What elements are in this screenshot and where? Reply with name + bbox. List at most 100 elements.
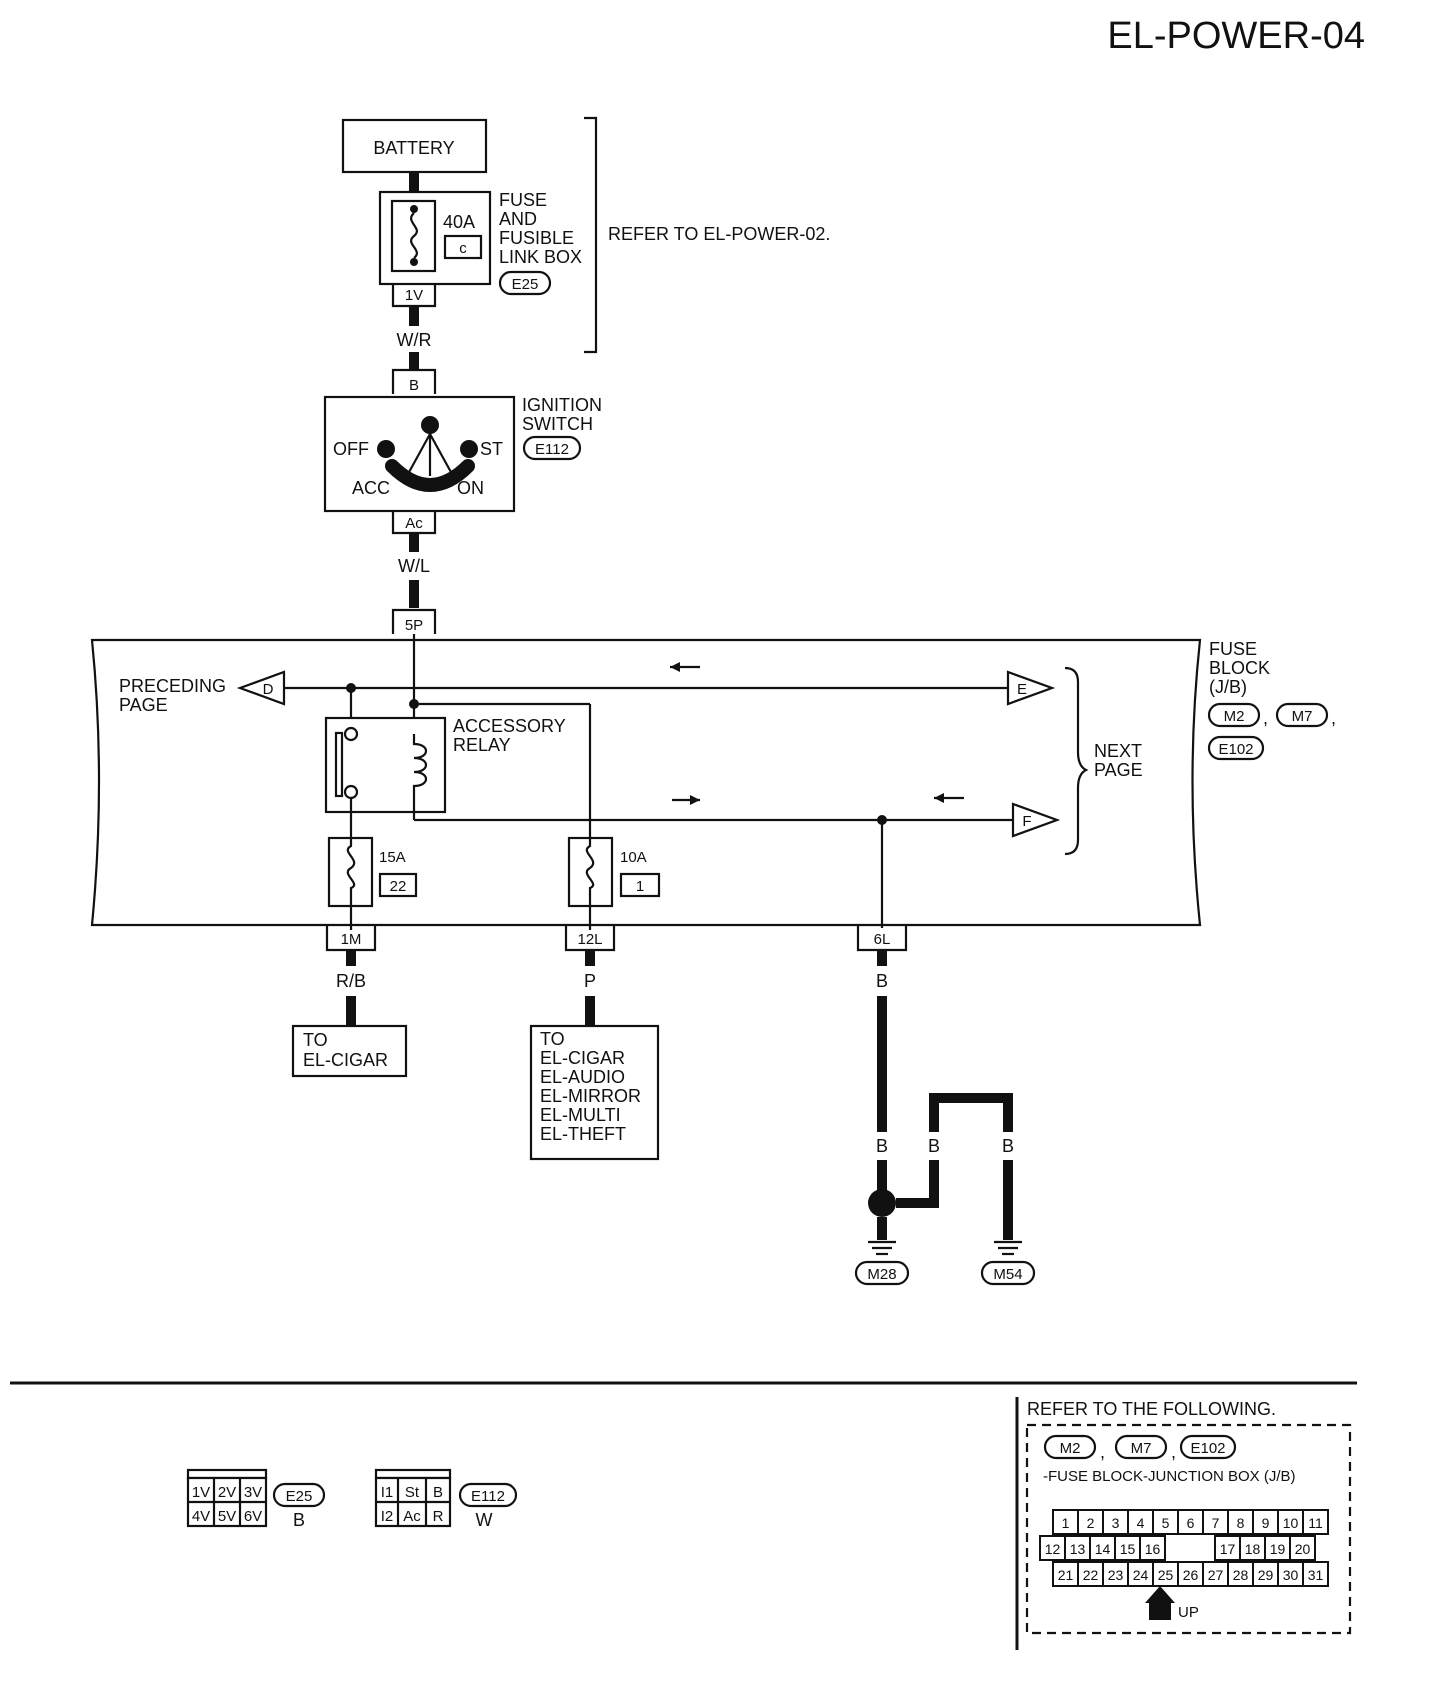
jb-terminal-23: 23 xyxy=(1102,1561,1129,1587)
terminal-1v-label: 1V xyxy=(405,287,423,304)
jb-terminal-label: 1 xyxy=(1062,1515,1070,1531)
jb-terminal-11: 11 xyxy=(1302,1509,1329,1535)
jb-terminal-18: 18 xyxy=(1239,1535,1266,1561)
jb-terminal-label: 2 xyxy=(1087,1515,1095,1531)
arrow-mid-right-head xyxy=(690,795,700,805)
jb-terminal-label: 13 xyxy=(1070,1541,1086,1557)
wire-b-jumper-low xyxy=(896,1160,939,1208)
jb-terminal-16: 16 xyxy=(1139,1535,1166,1561)
jb-terminal-label: 31 xyxy=(1308,1567,1324,1583)
switch-contact-st xyxy=(460,440,478,458)
connector-badge-e102 xyxy=(1207,735,1265,761)
refer-m7: M7 xyxy=(1131,1440,1152,1457)
next-page-2: PAGE xyxy=(1094,760,1143,780)
fuse-15a-symbol xyxy=(346,838,356,906)
connector-view-e112-badge xyxy=(458,1482,518,1508)
ground-symbol-m54 xyxy=(994,1240,1022,1256)
jb-terminal-15: 15 xyxy=(1114,1535,1141,1561)
terminal-12l-label: 12L xyxy=(577,931,602,948)
jb-terminal-1: 1 xyxy=(1052,1509,1079,1535)
jb-terminal-label: 29 xyxy=(1258,1567,1274,1583)
fuse-box-name-4: LINK BOX xyxy=(499,247,582,267)
refer-dashed-frame xyxy=(1025,1423,1352,1635)
relay-name-1: ACCESSORY xyxy=(453,716,566,736)
jb-terminal-label: 22 xyxy=(1083,1567,1099,1583)
accessory-relay-box xyxy=(324,716,447,814)
switch-pos-st: ST xyxy=(480,439,503,459)
switch-pos-acc: ACC xyxy=(352,478,390,498)
switch-arm-acc xyxy=(407,433,431,475)
refer-sep-1: , xyxy=(1100,1442,1105,1462)
jb-terminal-2: 2 xyxy=(1077,1509,1104,1535)
terminal-6l-label: 6L xyxy=(874,931,891,948)
e112-cell-1: I1 xyxy=(381,1484,394,1501)
dest-list-4: EL-MIRROR xyxy=(540,1086,641,1106)
jb-terminal-24: 24 xyxy=(1127,1561,1154,1587)
connector-badge-e112 xyxy=(522,435,582,461)
dest-list-box xyxy=(529,1024,660,1161)
jb-terminal-27: 27 xyxy=(1202,1561,1229,1587)
wire-b-label-1: B xyxy=(876,971,888,991)
jb-terminal-8: 8 xyxy=(1227,1509,1254,1535)
wire-wr-label: W/R xyxy=(397,330,432,350)
fuse-10a-symbol xyxy=(585,838,595,906)
e112-cell-6: R xyxy=(433,1508,444,1525)
jb-terminal-4: 4 xyxy=(1127,1509,1154,1535)
terminal-ac-label: Ac xyxy=(405,515,423,532)
wire-wl-label: W/L xyxy=(398,556,430,576)
jb-terminal-label: 10 xyxy=(1283,1515,1299,1531)
wire-b-label-2: B xyxy=(876,1136,888,1156)
refer-badge-m7 xyxy=(1114,1434,1168,1460)
terminal-1m-label: 1M xyxy=(341,931,362,948)
jb-terminal-14: 14 xyxy=(1089,1535,1116,1561)
dest-cigar-box xyxy=(291,1024,408,1078)
switch-pos-on: ON xyxy=(457,478,484,498)
link-fuse-no-box xyxy=(443,234,483,260)
e25-cell-4: 4V xyxy=(192,1508,210,1525)
dest-list-2: EL-CIGAR xyxy=(540,1048,625,1068)
page-code: EL-POWER-04 xyxy=(1107,15,1365,57)
switch-contact-off xyxy=(377,440,395,458)
connector-view-e25-badge xyxy=(272,1482,326,1508)
switch-common-contact xyxy=(421,416,439,434)
connector-e102-label: E102 xyxy=(1218,741,1253,758)
connector-view-e112 xyxy=(374,1468,452,1528)
up-arrow-head xyxy=(1145,1586,1175,1603)
jb-terminal-label: 6 xyxy=(1187,1515,1195,1531)
jb-terminal-21: 21 xyxy=(1052,1561,1079,1587)
ground-m54-label: M54 xyxy=(993,1266,1022,1283)
relay-name-2: RELAY xyxy=(453,735,511,755)
link-fuse-no: c xyxy=(459,240,467,257)
switch-pos-off: OFF xyxy=(333,439,369,459)
connector-sep-2: , xyxy=(1331,708,1336,728)
jb-terminal-label: 27 xyxy=(1208,1567,1224,1583)
jb-terminal-9: 9 xyxy=(1252,1509,1279,1535)
jb-terminal-label: 4 xyxy=(1137,1515,1145,1531)
connector-view-e25-color: B xyxy=(293,1510,305,1530)
jb-terminal-label: 20 xyxy=(1295,1541,1311,1557)
fuse-block-name-1: FUSE xyxy=(1209,639,1257,659)
fusible-link-symbol xyxy=(410,212,418,259)
wire-p-label: P xyxy=(584,971,596,991)
refer-sep-2: , xyxy=(1171,1442,1176,1462)
terminal-b-label: B xyxy=(409,377,419,394)
link-node-top xyxy=(410,205,418,213)
jb-terminal-label: 17 xyxy=(1220,1541,1236,1557)
jb-terminal-26: 26 xyxy=(1177,1561,1204,1587)
link-node-bottom xyxy=(410,258,418,266)
jb-terminal-30: 30 xyxy=(1277,1561,1304,1587)
switch-contact-bar xyxy=(385,459,475,492)
jb-terminal-29: 29 xyxy=(1252,1561,1279,1587)
jb-terminal-22: 22 xyxy=(1077,1561,1104,1587)
ignition-name-2: SWITCH xyxy=(522,414,593,434)
arrow-mid-left-head xyxy=(934,793,944,803)
ground-badge-m28 xyxy=(854,1260,910,1286)
relay-contact-top xyxy=(343,726,359,742)
terminal-5p-label: 5P xyxy=(405,617,423,634)
arrow-top-left-head xyxy=(670,662,680,672)
switch-arm-on xyxy=(429,433,453,475)
dest-cigar-2: EL-CIGAR xyxy=(303,1050,388,1070)
refer-power-02: REFER TO EL-POWER-02. xyxy=(608,224,830,244)
e112-cell-4: I2 xyxy=(381,1508,394,1525)
jb-terminal-31: 31 xyxy=(1302,1561,1329,1587)
